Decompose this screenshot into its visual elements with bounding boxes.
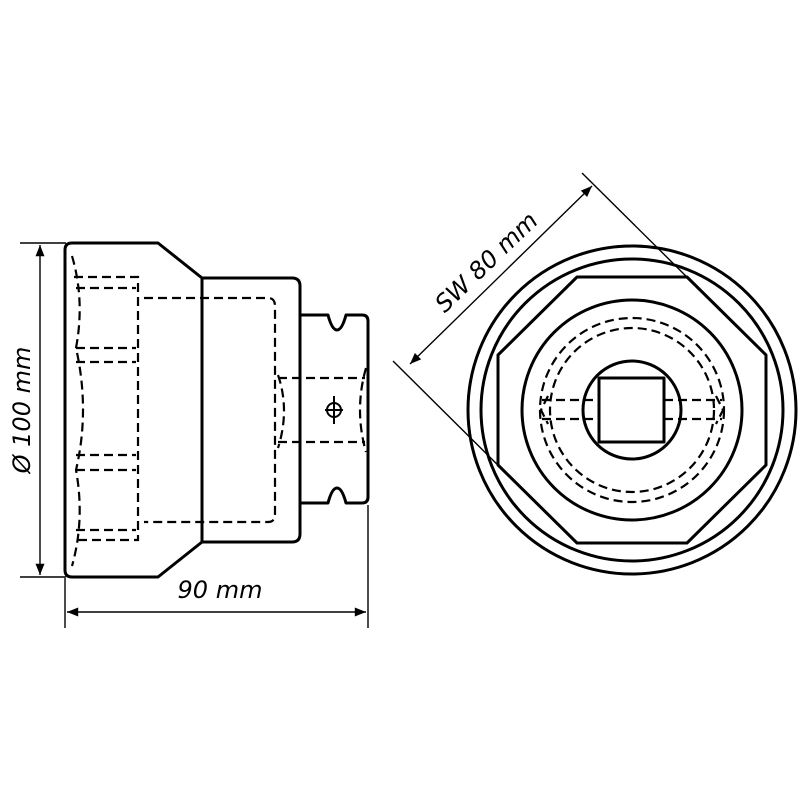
hidden-circle-outer bbox=[538, 316, 726, 504]
hidden-circle-inner bbox=[548, 326, 716, 494]
front-view: SW 80 mm bbox=[392, 172, 798, 576]
hidden-bore bbox=[144, 296, 277, 524]
chamfer-circle bbox=[479, 257, 785, 563]
length-label: 90 mm bbox=[178, 576, 263, 604]
hidden-drive-hole bbox=[276, 367, 368, 453]
hidden-socket-outline bbox=[74, 275, 140, 542]
diameter-dimension: Ø 100 mm bbox=[8, 242, 66, 578]
diameter-label: Ø 100 mm bbox=[8, 347, 36, 475]
hidden-pin-hole bbox=[539, 395, 725, 425]
hidden-socket-lines bbox=[76, 286, 136, 532]
pin-hole-symbol bbox=[325, 396, 343, 424]
outer-circle bbox=[466, 244, 798, 576]
drive-end bbox=[300, 313, 370, 505]
drive-circle bbox=[581, 359, 683, 461]
side-view: Ø 100 mm 90 mm bbox=[8, 241, 370, 628]
square-drive bbox=[597, 376, 666, 444]
length-dimension: 90 mm bbox=[64, 505, 369, 628]
octagon-socket bbox=[496, 275, 768, 545]
hidden-socket-curves bbox=[70, 255, 85, 567]
bore-circle bbox=[520, 298, 744, 522]
socket-body-outline bbox=[63, 241, 204, 579]
socket-mid-section bbox=[202, 276, 302, 544]
